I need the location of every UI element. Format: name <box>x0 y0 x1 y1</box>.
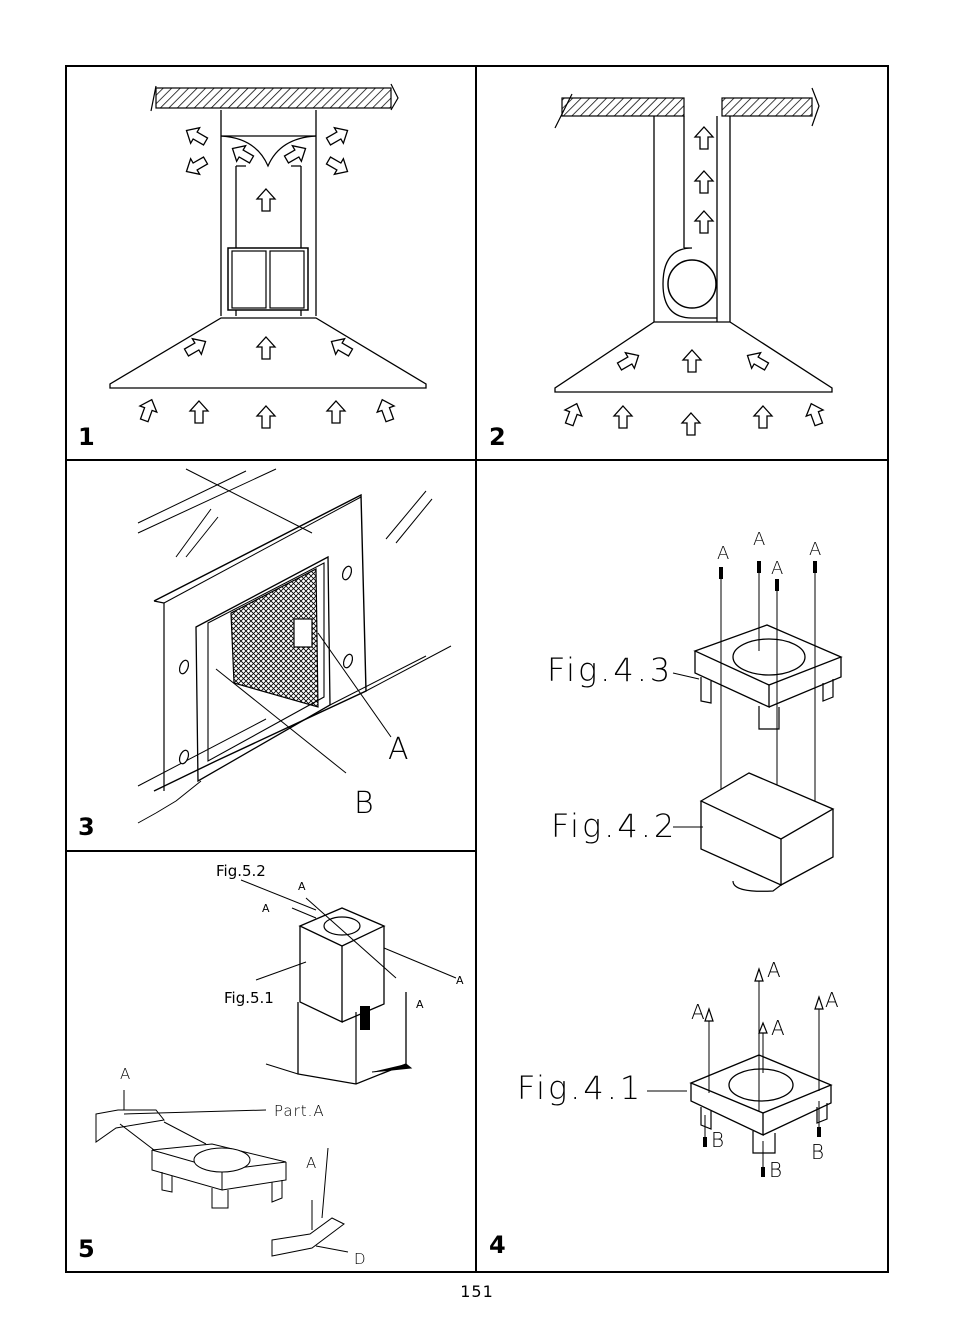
panel-number-5: 5 <box>78 1235 95 1263</box>
recirculation-hood-drawing <box>109 83 427 429</box>
callout-B-3: B <box>811 1140 824 1164</box>
panel-number-1: 1 <box>78 423 95 451</box>
callout-D: D <box>354 1250 366 1268</box>
panel-5-chimney-diagram: Fig.5.2 Fig.5.1 A A A A Part.A A A D 5 <box>66 852 475 1272</box>
fig-5-1-label: Fig.5.1 <box>224 989 274 1007</box>
callout-B-1: B <box>711 1128 724 1152</box>
callout-A-4: A <box>416 998 424 1011</box>
callout-A-8: A <box>771 1016 785 1040</box>
panel-4-bracket-diagram: A A A A Fig.4.3 Fig.4.2 A A A A B B B Fi… <box>477 461 888 1272</box>
fig-4-1-label: Fig.4.1 <box>517 1069 643 1107</box>
panel-number-3: 3 <box>78 813 95 841</box>
panel-number-4: 4 <box>489 1231 506 1259</box>
callout-A-7: A <box>825 988 839 1012</box>
row1-divider <box>65 459 889 461</box>
fig-4-2-label: Fig.4.2 <box>551 807 677 845</box>
callout-A-5: A <box>767 958 781 982</box>
part-a-label: Part.A <box>274 1102 325 1120</box>
callout-B-2: B <box>769 1158 782 1182</box>
bracket-assembly-drawing: A A A A Fig.4.3 Fig.4.2 A A A A B B B Fi… <box>517 529 843 1182</box>
callout-A: A <box>388 732 409 767</box>
panel-3-filter-diagram: A B 3 <box>66 461 475 850</box>
center-divider <box>475 65 477 1273</box>
panel-number-2: 2 <box>489 423 506 451</box>
callout-A-4: A <box>809 539 821 560</box>
row2-divider-left <box>65 850 476 852</box>
callout-B: B <box>354 786 374 821</box>
extraction-hood-drawing <box>554 87 833 436</box>
callout-A-1: A <box>298 880 306 893</box>
panel-1-recirculation-diagram: 1 <box>66 66 475 459</box>
page-number: 151 <box>460 1282 494 1301</box>
fig-5-2-label: Fig.5.2 <box>216 862 266 880</box>
callout-A-6: A <box>691 1000 705 1024</box>
callout-A-3: A <box>456 974 464 987</box>
fig-4-3-label: Fig.4.3 <box>547 651 673 689</box>
page-frame <box>65 65 889 1273</box>
panel-2-extraction-diagram: 2 <box>477 66 888 459</box>
chimney-assembly-drawing: Fig.5.2 Fig.5.1 A A A A Part.A A A D <box>95 862 464 1268</box>
callout-A-2: A <box>753 529 765 550</box>
callout-A-2: A <box>262 902 270 915</box>
callout-A-5: A <box>120 1065 130 1083</box>
callout-A-3: A <box>771 558 783 579</box>
callout-A-1: A <box>717 543 729 564</box>
filter-removal-drawing: A B <box>137 468 452 824</box>
callout-A-6: A <box>306 1154 316 1172</box>
